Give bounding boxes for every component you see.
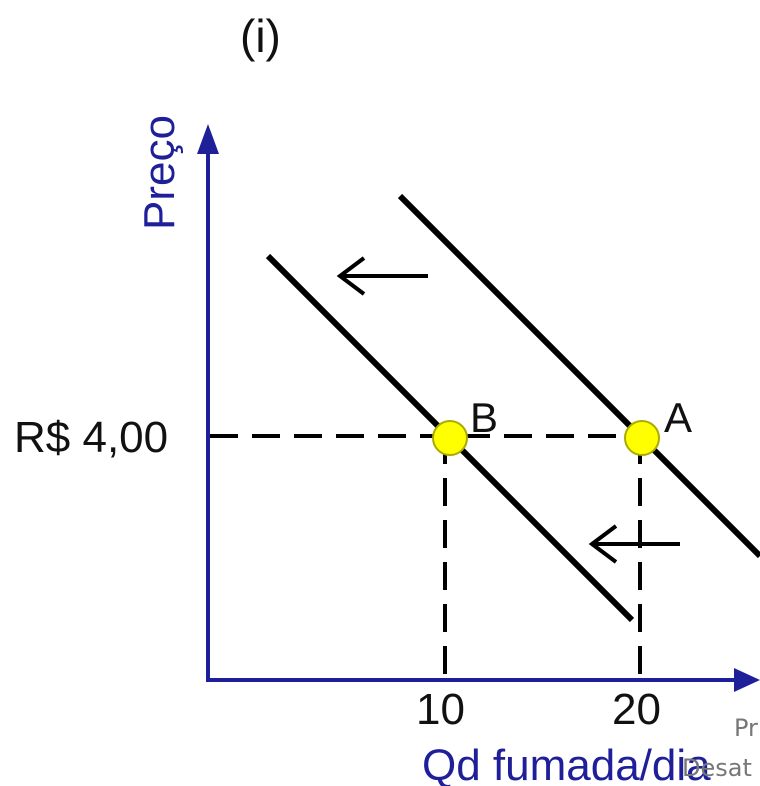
watermark-line-2: Desat: [682, 754, 752, 782]
point-a-marker: [624, 420, 660, 456]
watermark-line-1: Pr: [734, 714, 758, 742]
y-axis-title: Preço: [135, 115, 184, 230]
price-label: R$ 4,00: [14, 413, 168, 462]
x-tick-20: 20: [612, 685, 661, 734]
shift-arrow-top: [336, 256, 428, 296]
x-tick-10: 10: [416, 685, 465, 734]
y-axis-arrowhead: [197, 124, 219, 154]
point-b-marker: [432, 420, 468, 456]
point-a-label: A: [664, 394, 692, 441]
x-axis-title: Qd fumada/dia: [422, 741, 711, 786]
point-b-label: B: [470, 394, 498, 441]
demand-curve-original: [397, 193, 760, 559]
panel-label: (i): [240, 10, 281, 62]
x-axis-arrowhead: [734, 668, 760, 692]
shift-arrow-bottom: [588, 524, 680, 564]
